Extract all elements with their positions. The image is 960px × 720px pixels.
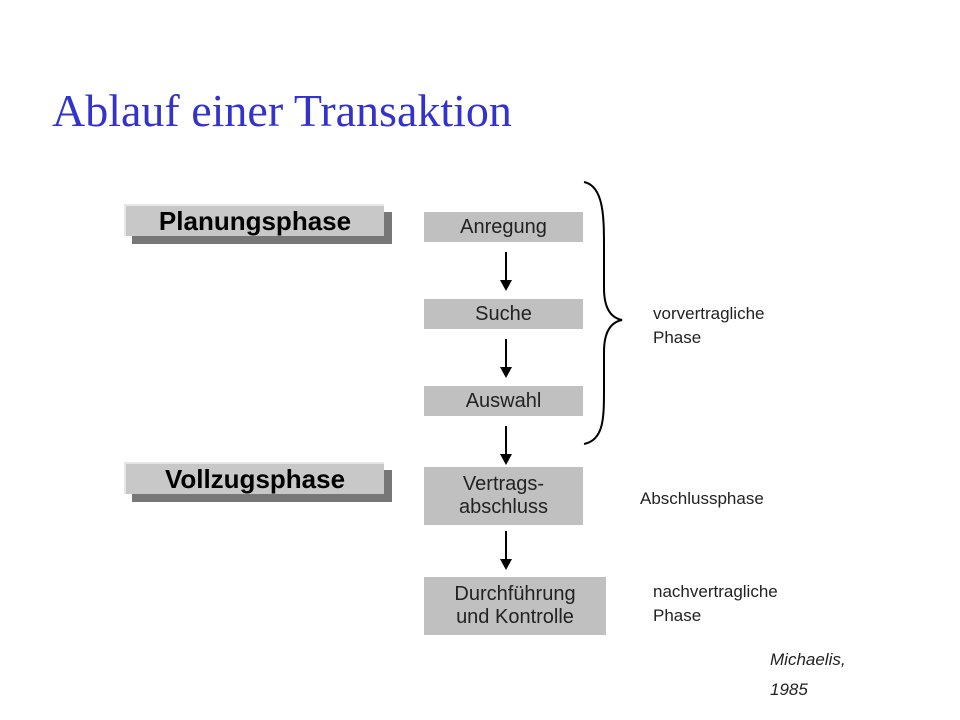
- arrow-down-icon: [500, 426, 512, 465]
- arrow-down-icon: [500, 252, 512, 291]
- citation: Michaelis, 1985: [770, 645, 890, 705]
- execution-phase-text: Vollzugsphase: [124, 462, 384, 494]
- step-auswahl: Auswahl: [424, 386, 583, 416]
- postcontract-phase-label: nachvertragliche Phase: [653, 582, 778, 625]
- precontract-phase-label: vorvertragliche Phase: [653, 304, 765, 347]
- slide-title: Ablauf einer Transaktion: [52, 85, 512, 136]
- step-vertragsabschluss: Vertrags- abschluss: [424, 467, 583, 525]
- planning-phase-label: Planungsphase: [124, 204, 392, 244]
- step-suche: Suche: [424, 299, 583, 329]
- arrow-down-icon: [500, 339, 512, 378]
- citation-author: Michaelis,: [770, 650, 846, 669]
- planning-phase-text: Planungsphase: [124, 204, 384, 236]
- step-durchfuehrung: Durchführung und Kontrolle: [424, 577, 606, 635]
- curly-brace-icon: [583, 181, 623, 445]
- step-anregung: Anregung: [424, 212, 583, 242]
- citation-year: 1985: [770, 680, 808, 699]
- execution-phase-label: Vollzugsphase: [124, 462, 392, 502]
- contract-phase-label: Abschlussphase: [640, 489, 764, 508]
- arrow-down-icon: [500, 531, 512, 570]
